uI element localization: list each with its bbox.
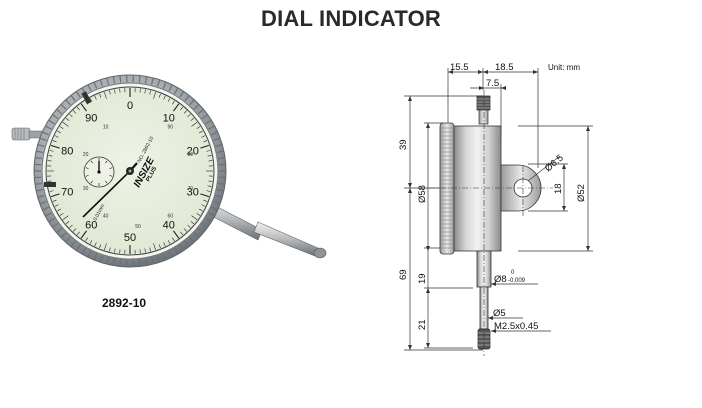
- dim-8-tolerance-upper: 0: [511, 270, 515, 276]
- bezel-knurl: [34, 75, 226, 267]
- outer-scale-number: 40: [163, 219, 175, 231]
- center-lines: [418, 90, 553, 356]
- outer-scale-number: 10: [163, 113, 175, 125]
- dim-8-diameter: Ø8: [494, 274, 507, 285]
- dim-69: 69: [398, 269, 409, 280]
- dim-6-5-diameter: Ø6.5: [543, 153, 566, 175]
- dim-21: 21: [417, 319, 428, 330]
- inner-scale-number: 10: [103, 125, 109, 131]
- dim-52-diameter: Ø52: [576, 184, 587, 202]
- inner-scale-number: 30: [83, 186, 89, 192]
- outer-scale-number: 60: [85, 219, 97, 231]
- technical-drawing: 15.5 18.5 7.5 Unit: mm 39 69 Ø58 19 21: [398, 62, 593, 356]
- outer-scale-number: 20: [187, 146, 199, 158]
- dim-8-tolerance-lower: -0.009: [508, 278, 526, 284]
- dimension-arrows: [408, 70, 590, 350]
- dim-lines-right: [488, 125, 593, 332]
- outer-scale-numbers: 0 10 20 30 40 50 60 70 80 90: [61, 100, 199, 244]
- outer-scale-number: 0: [127, 100, 133, 112]
- dim-7-5: 7.5: [486, 78, 499, 89]
- inner-scale-number: 90: [168, 125, 174, 131]
- inner-scale-number: 50: [135, 224, 141, 230]
- dim-19: 19: [417, 273, 428, 284]
- inner-scale-number: 40: [103, 213, 109, 219]
- pointer-needle: [82, 162, 138, 218]
- dim-39: 39: [398, 139, 409, 150]
- unit-label: Unit: mm: [548, 63, 580, 72]
- dim-18-5: 18.5: [495, 62, 514, 73]
- model-number: 2892-10: [102, 296, 147, 310]
- inner-scale-number: 70: [188, 186, 194, 192]
- tolerance-marker: [81, 91, 92, 105]
- inner-scale-number: 80: [188, 152, 194, 158]
- dim-58-diameter: Ø58: [417, 185, 428, 203]
- scale-ticks: [47, 88, 213, 254]
- outer-scale-number: 70: [61, 186, 73, 198]
- outer-scale-number: 30: [187, 186, 199, 198]
- inner-scale-number: 20: [83, 152, 89, 158]
- dim-15-5: 15.5: [450, 62, 469, 73]
- cap-knob: [11, 127, 44, 141]
- outer-scale-number: 50: [124, 232, 136, 244]
- dim-lines-left: [404, 95, 483, 351]
- dim-18: 18: [553, 183, 564, 194]
- dim-5-diameter: Ø5: [493, 308, 506, 319]
- thread-spec: M2.5x0.45: [494, 321, 538, 332]
- page-title: DIAL INDICATOR: [260, 6, 442, 31]
- inner-scale-numbers: 90 80 70 60 50 40 30 20 10: [83, 125, 193, 230]
- inner-scale-number: 60: [168, 213, 174, 219]
- outer-scale-number: 90: [85, 113, 97, 125]
- indicator-body-side-view: [439, 95, 542, 350]
- tolerance-marker: [44, 182, 56, 187]
- outer-scale-number: 80: [61, 146, 73, 158]
